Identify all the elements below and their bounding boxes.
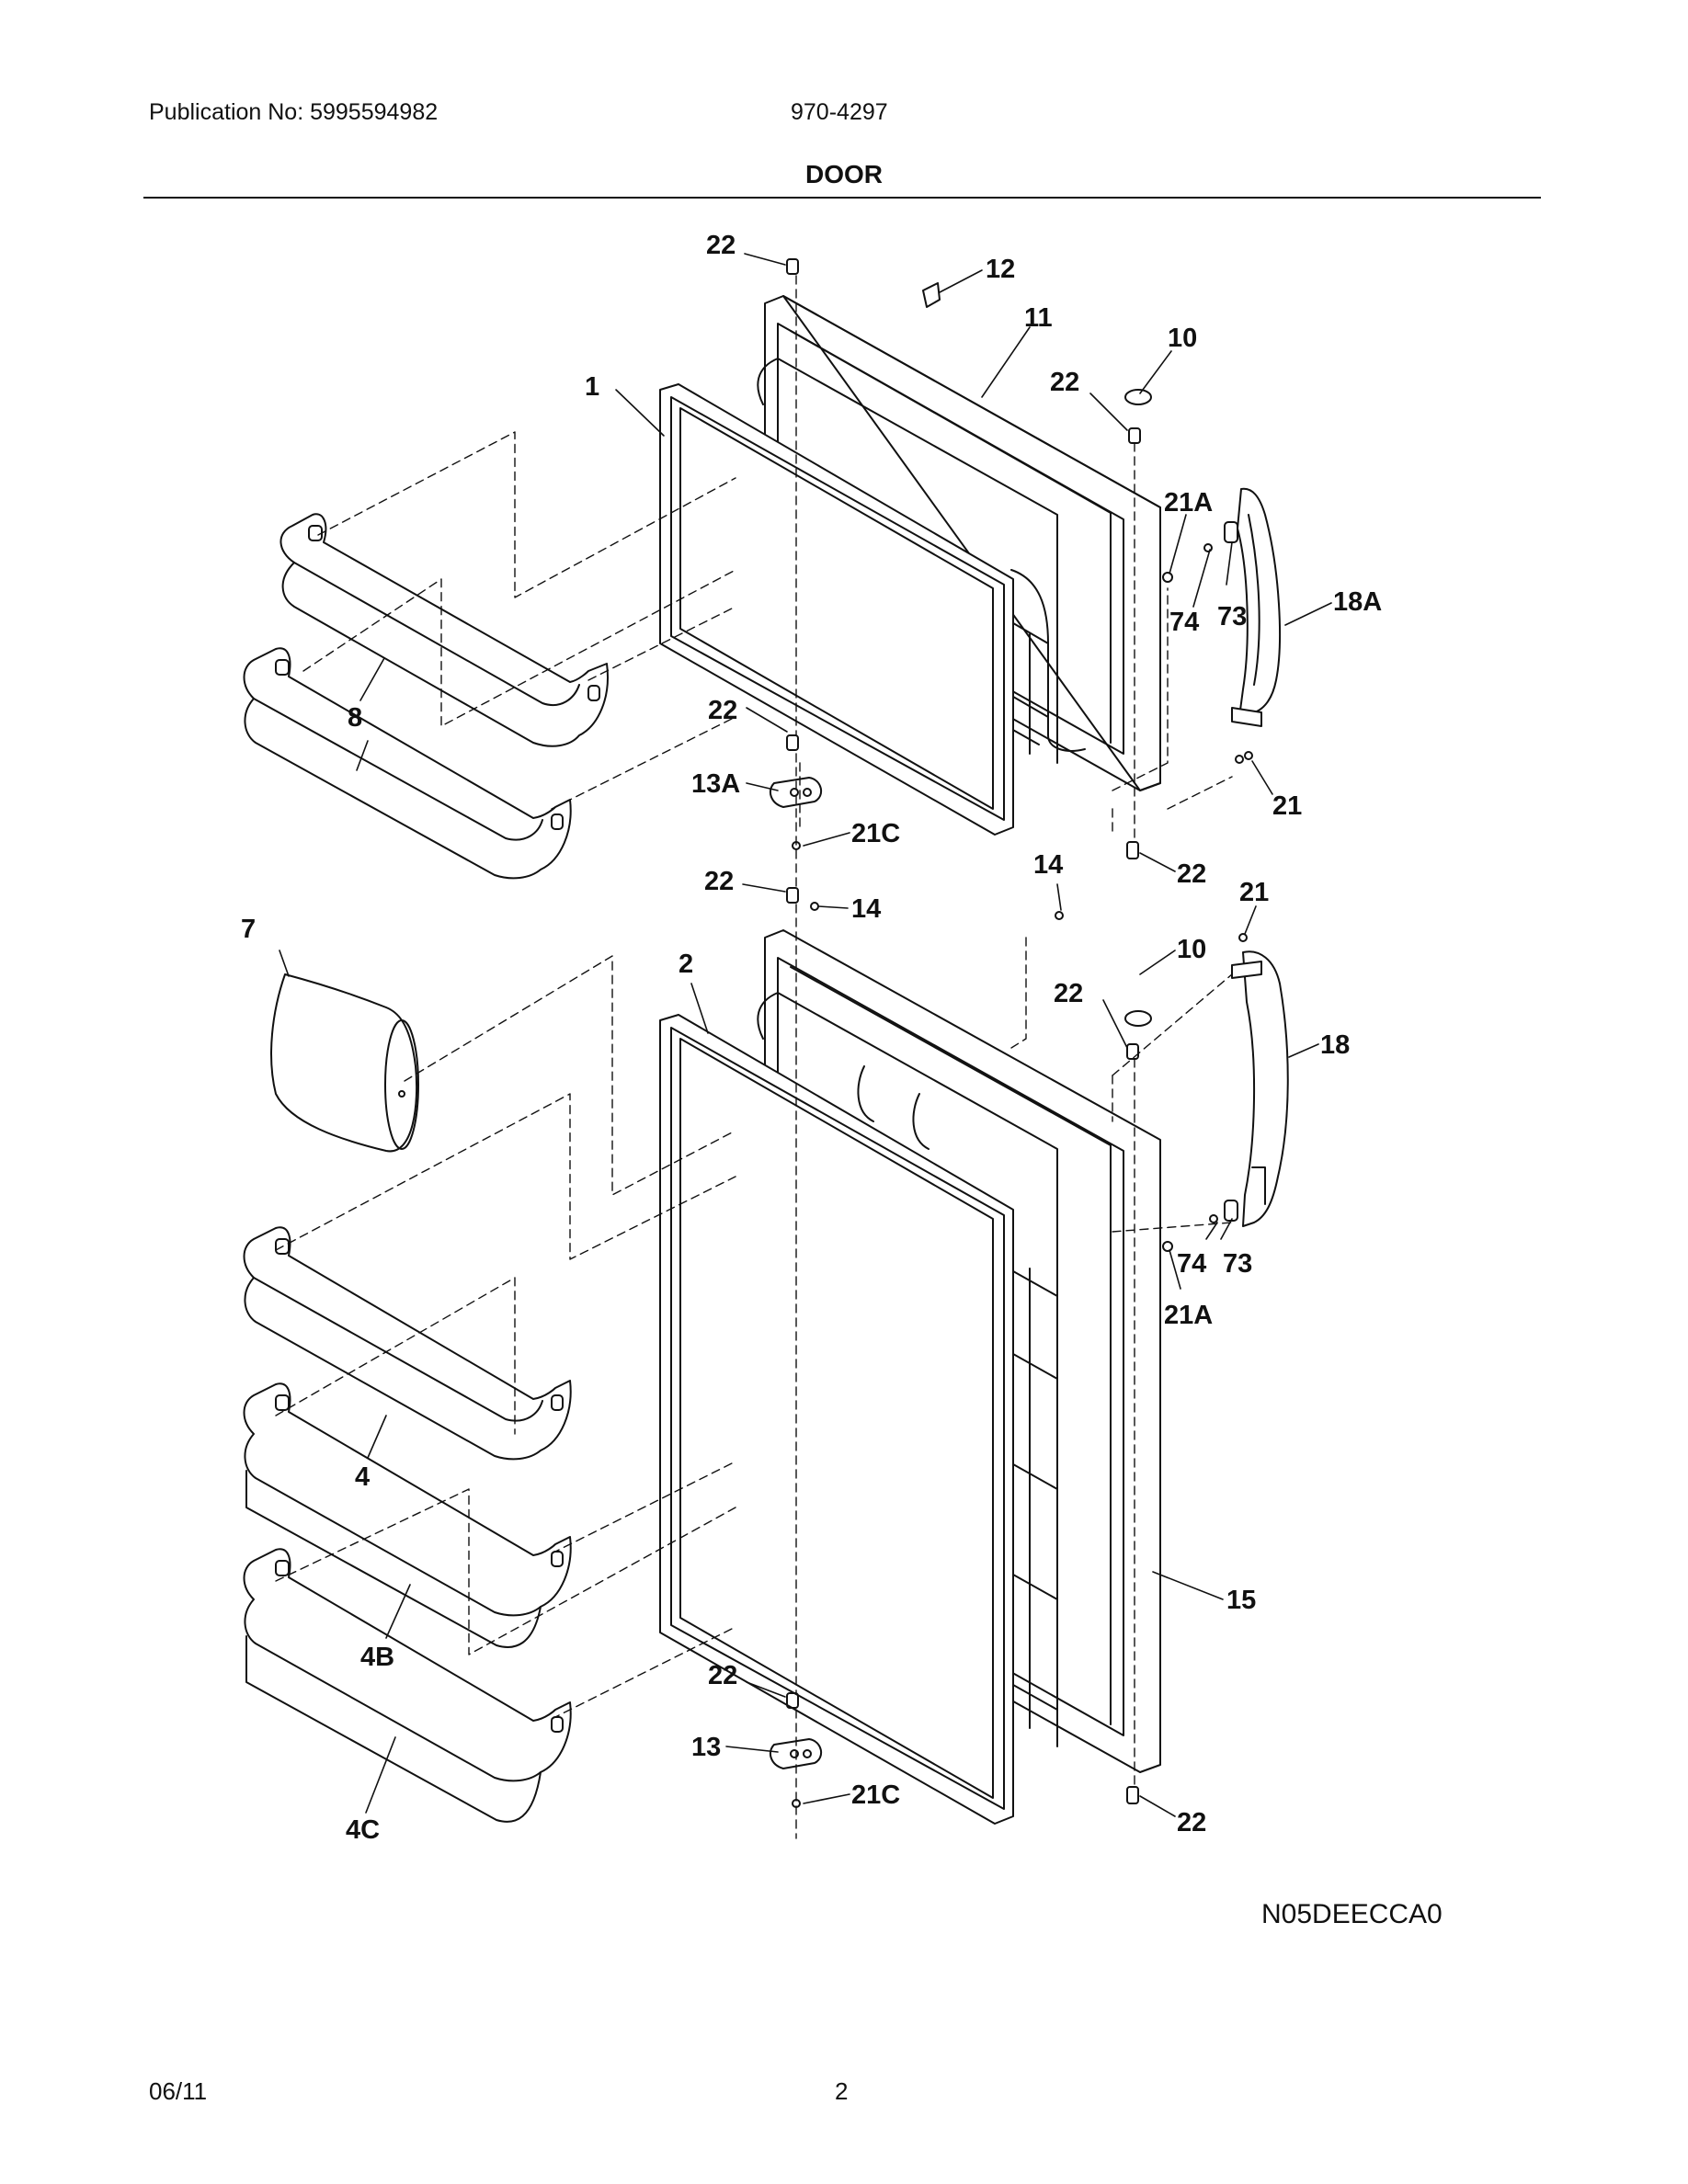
model-number: 970-4297 [791,99,888,125]
callout-21a-b: 21A [1164,1301,1213,1330]
callout-11: 11 [1024,303,1053,333]
callout-4b: 4B [360,1643,394,1672]
callout-21a-a: 21A [1164,488,1213,518]
callout-2: 2 [679,950,693,979]
callout-4: 4 [355,1462,370,1492]
callout-labels: 22 12 11 10 22 1 21A 18A 73 74 8 22 13A … [241,231,1382,1845]
callout-8: 8 [348,703,362,733]
callout-74-b: 74 [1177,1249,1206,1279]
alignment-lines [275,275,1233,1839]
freezer-door-gasket [659,383,1014,836]
callout-14-a: 14 [1033,850,1063,880]
callout-10-b: 10 [1177,935,1206,964]
callout-12: 12 [986,255,1015,284]
callout-73-b: 73 [1223,1249,1252,1279]
freezer-door-shelf-upper [279,513,609,747]
callout-22-g: 22 [708,1661,737,1690]
fresh-food-handle [1224,950,1289,1227]
callout-21-a: 21 [1272,791,1302,821]
callout-13: 13 [691,1733,721,1762]
callout-21c-b: 21C [851,1780,900,1810]
callout-21c-a: 21C [851,819,900,848]
door-shelf-4b [243,1382,572,1648]
callout-10-a: 10 [1168,324,1197,353]
callout-21-b: 21 [1239,878,1269,907]
diagram-code: N05DEECCA0 [1261,1899,1443,1929]
footer-date: 06/11 [149,2077,208,2105]
callout-18a: 18A [1333,587,1382,617]
callout-1: 1 [585,372,599,402]
callout-18: 18 [1320,1030,1350,1060]
callout-4c: 4C [346,1815,380,1845]
page-title: DOOR [805,160,883,188]
callout-22-a: 22 [706,231,736,260]
callout-13a: 13A [691,769,740,799]
callout-14-b: 14 [851,894,881,924]
callout-22-c: 22 [708,696,737,725]
dairy-compartment-cover [270,973,419,1153]
freezer-handle [1224,487,1281,727]
callout-15: 15 [1226,1586,1256,1615]
callout-22-f: 22 [1054,979,1083,1008]
page-number: 2 [835,2077,849,2105]
fresh-food-door-gasket [659,1014,1014,1825]
door-shelf-4 [243,1226,572,1461]
header-divider [143,197,1541,199]
callout-22-b: 22 [1050,368,1079,397]
callout-22-d: 22 [1177,859,1206,889]
door-shelf-4c [243,1548,572,1823]
callout-73-a: 73 [1217,602,1247,631]
callout-22-h: 22 [1177,1808,1206,1837]
callout-74-a: 74 [1169,608,1199,637]
callout-7: 7 [241,915,256,944]
leader-lines [279,253,1332,1817]
callout-22-e: 22 [704,867,734,896]
publication-number: Publication No: 5995594982 [149,99,439,125]
screws-bushings [786,258,1253,1808]
hinge-13a [769,777,823,808]
